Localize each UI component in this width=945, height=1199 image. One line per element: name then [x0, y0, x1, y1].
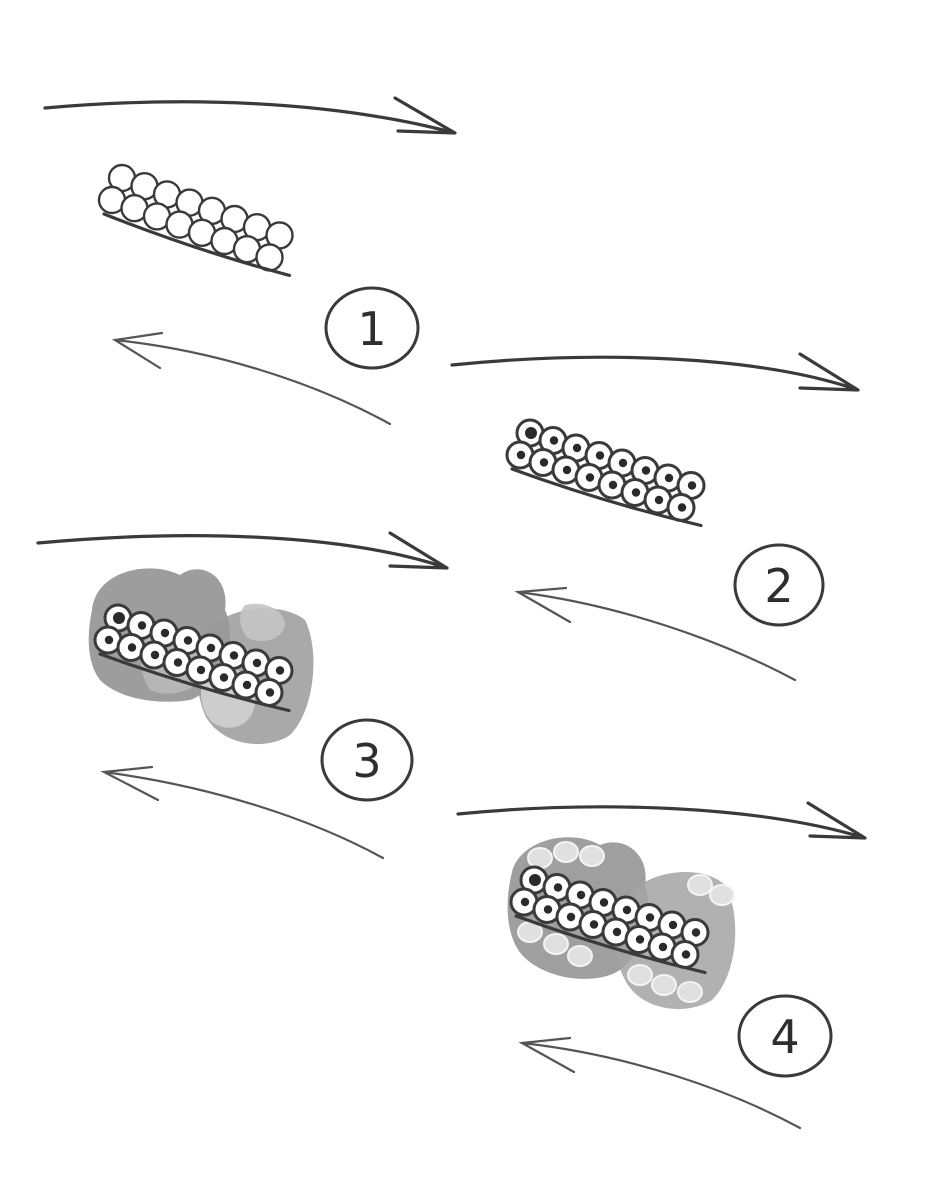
bead: [643, 485, 673, 515]
bead: [241, 648, 271, 678]
bead: [578, 910, 608, 939]
step-3: 3: [36, 531, 449, 860]
thread-line: [102, 212, 292, 277]
bead-row: [505, 418, 706, 528]
direction-arrow-left-icon: [111, 331, 392, 426]
direction-arrow-left-icon: [100, 765, 385, 860]
step-2: 2: [450, 352, 860, 682]
bead: [670, 940, 700, 969]
step-number: 2: [764, 559, 793, 613]
direction-arrow-right-icon: [43, 96, 457, 135]
step-number-badge: 1: [324, 286, 420, 370]
bead: [264, 656, 294, 685]
thread-line: [514, 914, 707, 975]
step-1: 1: [43, 96, 457, 426]
bead: [139, 640, 169, 670]
direction-arrow-right-icon: [456, 801, 867, 840]
bead: [515, 418, 545, 448]
bead-row: [97, 163, 294, 277]
bead: [666, 493, 696, 522]
step-number: 1: [357, 302, 386, 356]
bead: [565, 880, 595, 910]
bead: [195, 633, 225, 663]
direction-arrow-left-icon: [518, 1036, 802, 1130]
direction-arrow-right-icon: [450, 352, 860, 392]
direction-arrow-right-icon: [36, 531, 449, 570]
step-number: 4: [770, 1010, 799, 1064]
thread-line: [98, 652, 291, 713]
bead: [254, 678, 284, 707]
step-number-badge: 2: [733, 543, 825, 627]
bead-row: [93, 603, 294, 713]
bead: [624, 925, 654, 954]
direction-arrow-left-icon: [514, 586, 797, 682]
bead: [93, 625, 123, 655]
thread-line: [510, 467, 703, 528]
step-number-badge: 4: [737, 994, 833, 1078]
step-number-badge: 3: [320, 718, 414, 802]
step-4: 4: [456, 801, 867, 1130]
bead-row: [509, 865, 710, 975]
bead: [509, 887, 539, 917]
step-number: 3: [352, 734, 381, 788]
